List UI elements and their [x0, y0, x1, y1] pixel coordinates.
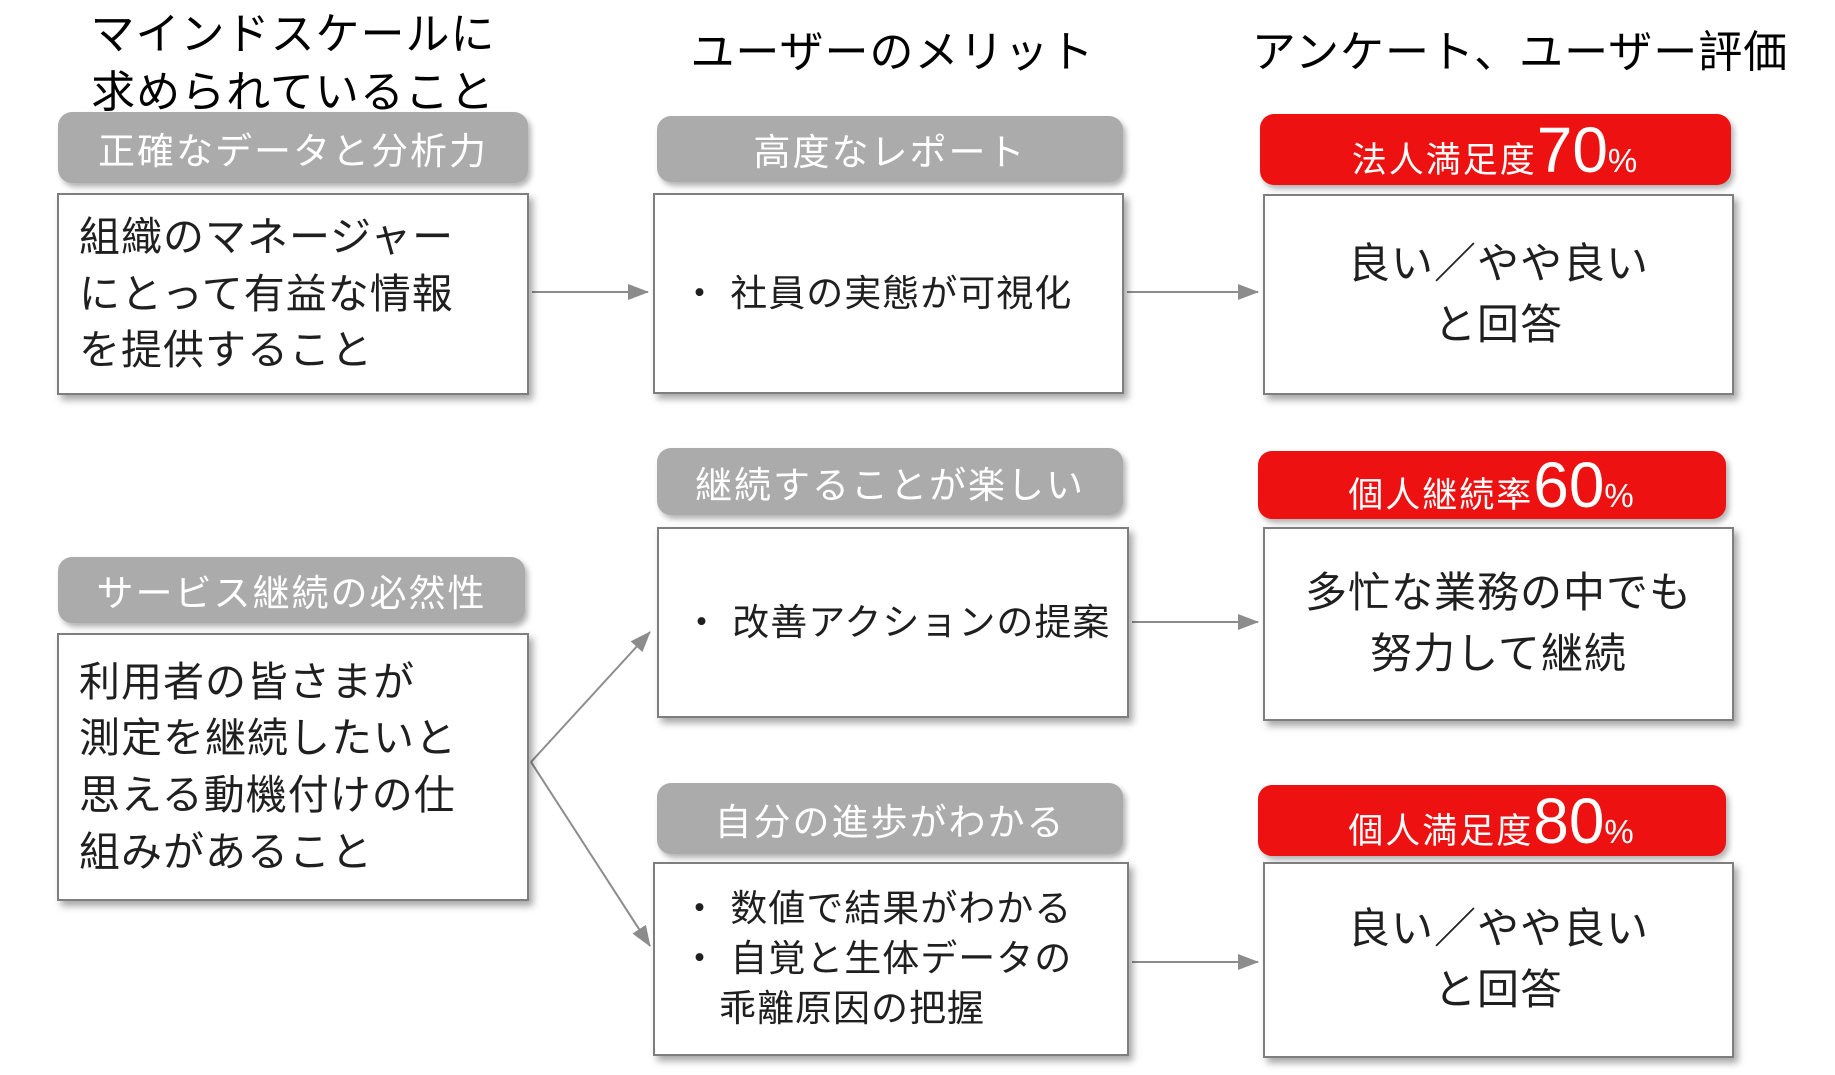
- merit-2-label: 継続することが楽しい: [657, 448, 1123, 515]
- merit-3-label: 自分の進歩がわかる: [657, 783, 1123, 854]
- result-3-badge-text: 個人満足度80%: [1348, 784, 1636, 858]
- need-1-label: 正確なデータと分析力: [58, 112, 528, 183]
- column-header-needs: マインドスケールに 求められていること: [90, 10, 496, 118]
- column-header-merits: ユーザーのメリット: [690, 28, 1095, 77]
- result-2-metric: 個人継続率: [1348, 476, 1534, 515]
- result-1-badge: 法人満足度70%: [1260, 113, 1731, 187]
- merit-2-body: ・ 改善アクションの提案: [657, 527, 1129, 718]
- result-3-value: 80: [1533, 784, 1605, 857]
- need-2-body: 利用者の皆さまが 測定を継続したいと 思える動機付けの仕 組みがあること: [57, 633, 529, 901]
- result-2-unit: %: [1604, 477, 1636, 514]
- arrow-need2-merit2: [530, 631, 651, 763]
- result-3-metric: 個人満足度: [1348, 811, 1534, 851]
- result-1-metric: 法人満足度: [1351, 140, 1537, 180]
- need-2-label: サービス継続の必然性: [58, 557, 525, 623]
- result-1-body: 良い／やや良い と回答: [1263, 194, 1734, 395]
- result-2-value: 60: [1533, 449, 1605, 521]
- result-1-value: 70: [1536, 113, 1608, 186]
- column-header-results: アンケート、ユーザー評価: [1251, 28, 1789, 77]
- result-3-body: 良い／やや良い と回答: [1263, 862, 1734, 1058]
- result-1-badge-text: 法人満足度70%: [1352, 113, 1640, 187]
- result-2-badge: 個人継続率60%: [1258, 448, 1726, 522]
- merit-1-label: 高度なレポート: [657, 116, 1123, 182]
- merit-3-body: ・ 数値で結果がわかる ・ 自覚と生体データの 乖離原因の把握: [653, 862, 1129, 1056]
- result-3-badge: 個人満足度80%: [1258, 784, 1726, 858]
- arrow-need2-merit3: [530, 761, 651, 947]
- result-2-badge-text: 個人継続率60%: [1348, 448, 1636, 522]
- result-3-unit: %: [1604, 812, 1636, 850]
- merit-1-body: ・ 社員の実態が可視化: [653, 193, 1124, 394]
- need-1-body: 組織のマネージャー にとって有益な情報 を提供すること: [57, 193, 529, 395]
- result-1-unit: %: [1607, 141, 1640, 179]
- result-2-body: 多忙な業務の中でも 努力して継続: [1263, 527, 1734, 721]
